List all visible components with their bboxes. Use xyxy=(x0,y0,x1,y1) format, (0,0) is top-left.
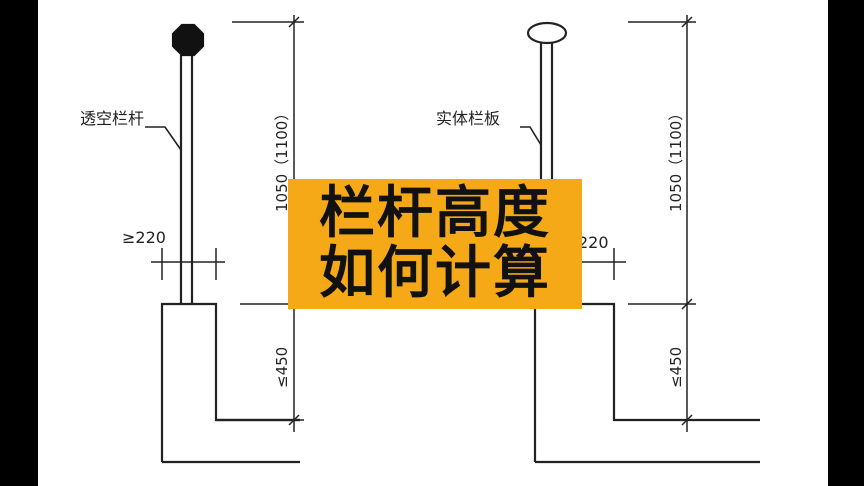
right-label-leader xyxy=(520,126,542,146)
title-overlay: 栏杆高度 如何计算 xyxy=(288,179,582,309)
right-height-dimension xyxy=(628,15,696,432)
left-bottom-height-label: ≤450 xyxy=(273,347,291,388)
title-line-2: 如何计算 xyxy=(319,241,551,306)
left-post-cap xyxy=(171,23,205,57)
railing-diagram: 透空栏杆 ≥220 1050（1100） ≤450 实体栏板 220 1050（… xyxy=(80,15,760,464)
right-offset-dimension xyxy=(582,248,626,280)
left-offset-dimension xyxy=(151,248,225,280)
title-line-1: 栏杆高度 xyxy=(319,181,551,246)
left-top-height-label: 1050（1100） xyxy=(273,106,291,212)
left-label-leader xyxy=(145,126,182,151)
drawing-canvas: 透空栏杆 ≥220 1050（1100） ≤450 实体栏板 220 1050（… xyxy=(38,0,828,486)
right-offset-label: 220 xyxy=(578,233,609,252)
right-post-cap xyxy=(526,21,568,45)
right-bottom-height-label: ≤450 xyxy=(667,347,685,388)
right-floor-outline xyxy=(533,302,760,464)
left-railing-post xyxy=(179,55,194,304)
right-top-height-label: 1050（1100） xyxy=(667,106,685,212)
left-offset-label: ≥220 xyxy=(122,228,166,247)
left-railing-label: 透空栏杆 xyxy=(80,109,144,128)
right-railing-label: 实体栏板 xyxy=(436,109,500,128)
